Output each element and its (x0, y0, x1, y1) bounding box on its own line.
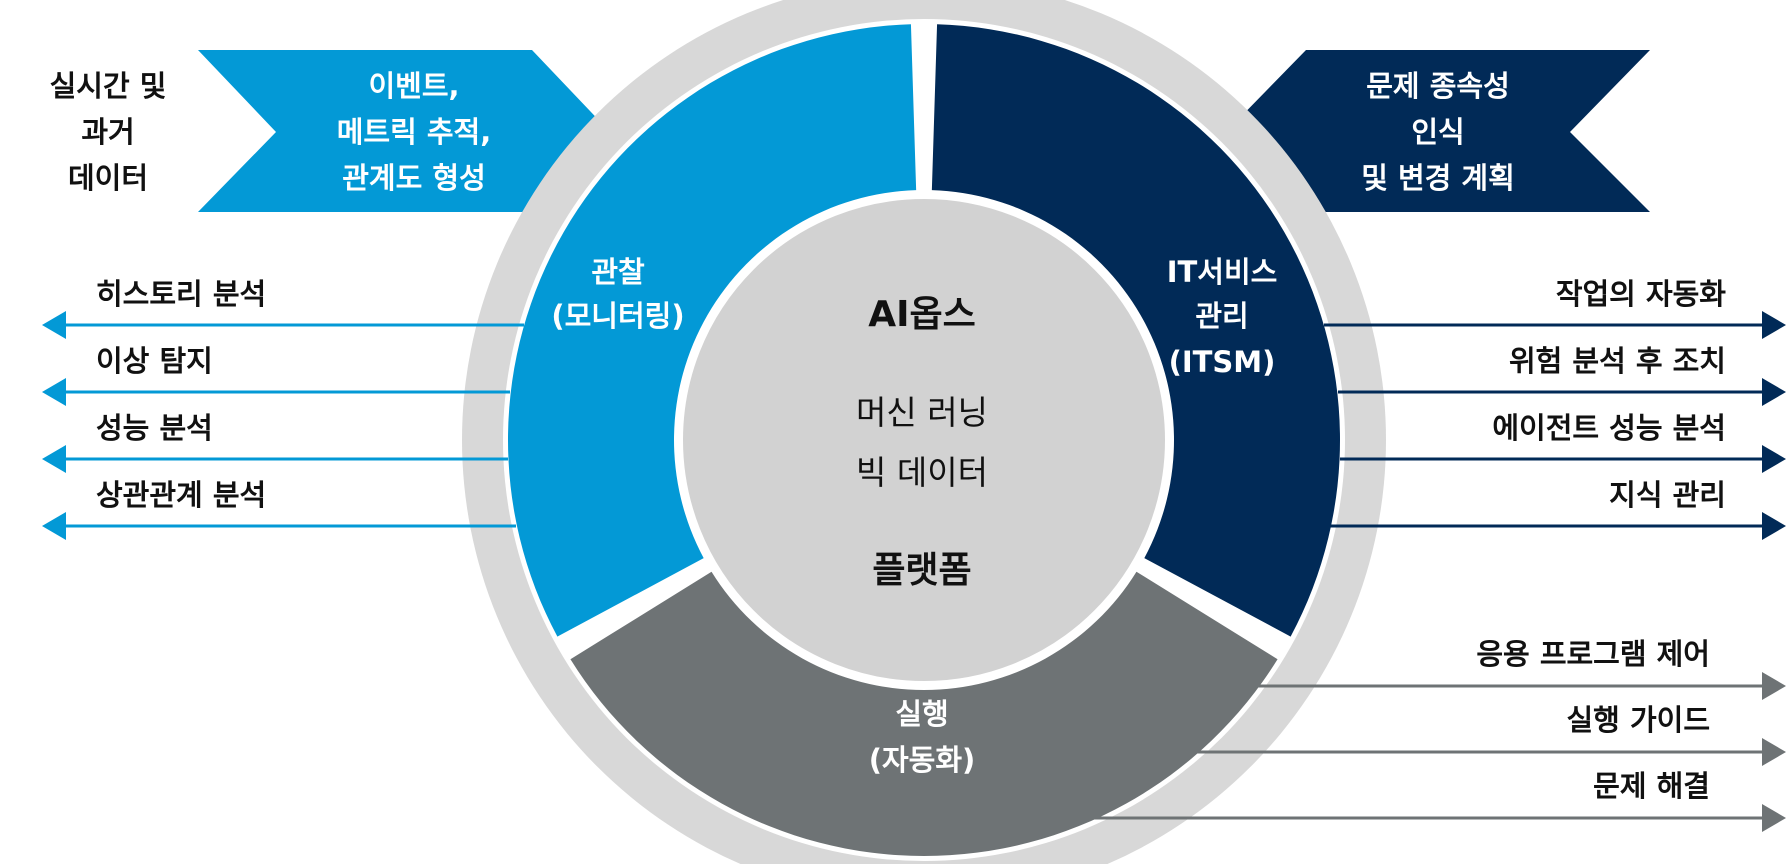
left-arrow-head-1 (42, 311, 66, 339)
observe-label: 관찰 (모니터링) (551, 255, 684, 333)
bottom-arrow-head-1 (1762, 672, 1786, 700)
observe-label-line-2: (모니터링) (551, 299, 684, 333)
right-arrow-head-4 (1762, 512, 1786, 540)
center-title: AI옵스 (868, 294, 976, 335)
left-chevron-line-1: 이벤트, (368, 69, 459, 103)
left-output-3: 성능 분석 (96, 411, 213, 445)
right-arrow-head-1 (1762, 311, 1786, 339)
right-arrow-head-2 (1762, 378, 1786, 406)
execute-label-line-1: 실행 (895, 697, 948, 731)
execute-label: 실행 (자동화) (869, 697, 976, 777)
left-arrow-head-3 (42, 445, 66, 473)
itsm-label-line-1: IT서비스 (1167, 255, 1278, 289)
center-line-1: 머신 러닝 (856, 393, 988, 432)
right-output-4: 지식 관리 (1609, 478, 1726, 512)
center-text: AI옵스 머신 러닝 빅 데이터 플랫폼 (856, 294, 988, 591)
top-left-line-1: 실시간 및 (50, 69, 167, 103)
left-arrows (42, 311, 524, 540)
observe-label-line-1: 관찰 (591, 255, 645, 289)
right-chevron-line-3: 및 변경 계획 (1361, 161, 1515, 195)
top-left-line-2: 과거 (81, 115, 134, 149)
left-chevron-text: 이벤트, 메트릭 추적, 관계도 형성 (337, 69, 492, 195)
inner-disk (677, 193, 1171, 687)
bottom-output-2: 실행 가이드 (1567, 703, 1711, 737)
itsm-segment (931, 24, 1340, 637)
execute-label-line-2: (자동화) (869, 743, 976, 777)
right-chevron (1226, 50, 1650, 212)
right-output-labels: 작업의 자동화 위험 분석 후 조치 에이전트 성능 분석 지식 관리 (1492, 277, 1726, 512)
bottom-output-labels: 응용 프로그램 제어 실행 가이드 문제 해결 (1476, 637, 1710, 803)
bottom-output-3: 문제 해결 (1593, 769, 1710, 803)
itsm-label-line-3: (ITSM) (1169, 345, 1276, 379)
execute-segment (570, 571, 1278, 857)
itsm-label-line-2: 관리 (1195, 299, 1248, 333)
bottom-arrow-head-3 (1762, 804, 1786, 832)
center-footer: 플랫폼 (872, 550, 971, 591)
left-chevron-line-2: 메트릭 추적, (337, 115, 492, 149)
right-chevron-text: 문제 종속성 인식 및 변경 계획 (1361, 69, 1515, 195)
bottom-output-1: 응용 프로그램 제어 (1476, 637, 1710, 671)
center-line-2: 빅 데이터 (856, 453, 988, 492)
left-chevron-line-3: 관계도 형성 (342, 161, 486, 195)
right-arrow-head-3 (1762, 445, 1786, 473)
itsm-label: IT서비스 관리 (ITSM) (1167, 255, 1278, 379)
top-left-line-3: 데이터 (68, 161, 148, 195)
left-output-1: 히스토리 분석 (96, 277, 266, 311)
left-chevron (198, 50, 610, 212)
bottom-arrow-head-2 (1762, 738, 1786, 766)
right-output-3: 에이전트 성능 분석 (1492, 411, 1726, 445)
right-chevron-line-2: 인식 (1411, 115, 1464, 149)
right-output-1: 작업의 자동화 (1556, 277, 1726, 311)
observe-segment (507, 24, 917, 637)
left-output-4: 상관관계 분석 (96, 478, 266, 512)
left-arrow-head-4 (42, 512, 66, 540)
left-arrow-head-2 (42, 378, 66, 406)
right-chevron-line-1: 문제 종속성 (1366, 69, 1510, 103)
right-output-2: 위험 분석 후 조치 (1509, 344, 1726, 378)
top-left-label: 실시간 및 과거 데이터 (50, 69, 167, 195)
right-arrows (1324, 311, 1786, 540)
bottom-arrows (1008, 672, 1786, 832)
left-output-labels: 히스토리 분석 이상 탐지 성능 분석 상관관계 분석 (96, 277, 266, 512)
left-output-2: 이상 탐지 (96, 344, 213, 378)
